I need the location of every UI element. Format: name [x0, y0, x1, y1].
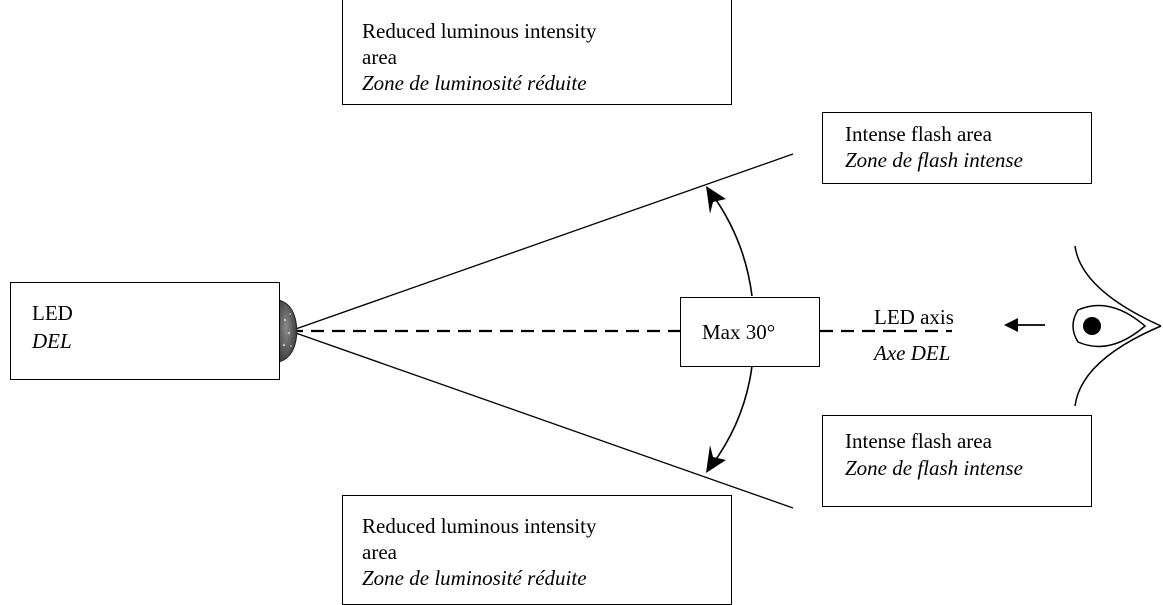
intense-flash-box-top [822, 112, 1092, 184]
intense-flash-label-top: Intense flash area [845, 122, 992, 146]
reduced-intensity-fr-bottom: Zone de luminosité réduite [362, 566, 587, 590]
intense-flash-label-fr-top: Zone de flash intense [845, 148, 1023, 172]
led-axis-label: LED axis [874, 305, 954, 329]
arrowhead-upper [706, 186, 726, 214]
intense-flash-label-bottom: Intense flash area [845, 429, 992, 453]
reduced-intensity-fr-top: Zone de luminosité réduite [362, 71, 587, 95]
led-label: LED [32, 301, 73, 325]
reduced-intensity-box-top [342, 0, 732, 105]
max-angle-box [680, 297, 820, 367]
reduced-intensity-text-bottom: Reduced luminous intensity area Zone de … [362, 513, 724, 591]
angle-arc-upper [711, 193, 753, 297]
led-label-fr: DEL [32, 329, 72, 353]
arrowhead-lower [706, 445, 726, 473]
intense-flash-box-bottom [822, 415, 1092, 507]
led-box [10, 282, 280, 380]
arrow-left-icon [1004, 318, 1045, 332]
reduced-intensity-text-top: Reduced luminous intensity area Zone de … [362, 18, 724, 100]
reduced-intensity-line2-top: area [362, 45, 397, 69]
led-lens-icon [278, 299, 298, 363]
reduced-intensity-line1-bottom: Reduced luminous intensity [362, 514, 597, 538]
led-axis-label-fr: Axe DEL [874, 341, 951, 365]
eye-icon [1072, 245, 1162, 407]
max-angle-label: Max 30° [702, 320, 776, 344]
intense-flash-label-fr-bottom: Zone de flash intense [845, 456, 1023, 480]
reduced-intensity-line1-top: Reduced luminous intensity [362, 19, 597, 43]
reduced-intensity-box-bottom [342, 495, 732, 605]
angle-arc-lower [711, 365, 753, 466]
reduced-intensity-line2-bottom: area [362, 540, 397, 564]
beam-lower-line [289, 330, 794, 509]
beam-upper-line [289, 153, 794, 332]
